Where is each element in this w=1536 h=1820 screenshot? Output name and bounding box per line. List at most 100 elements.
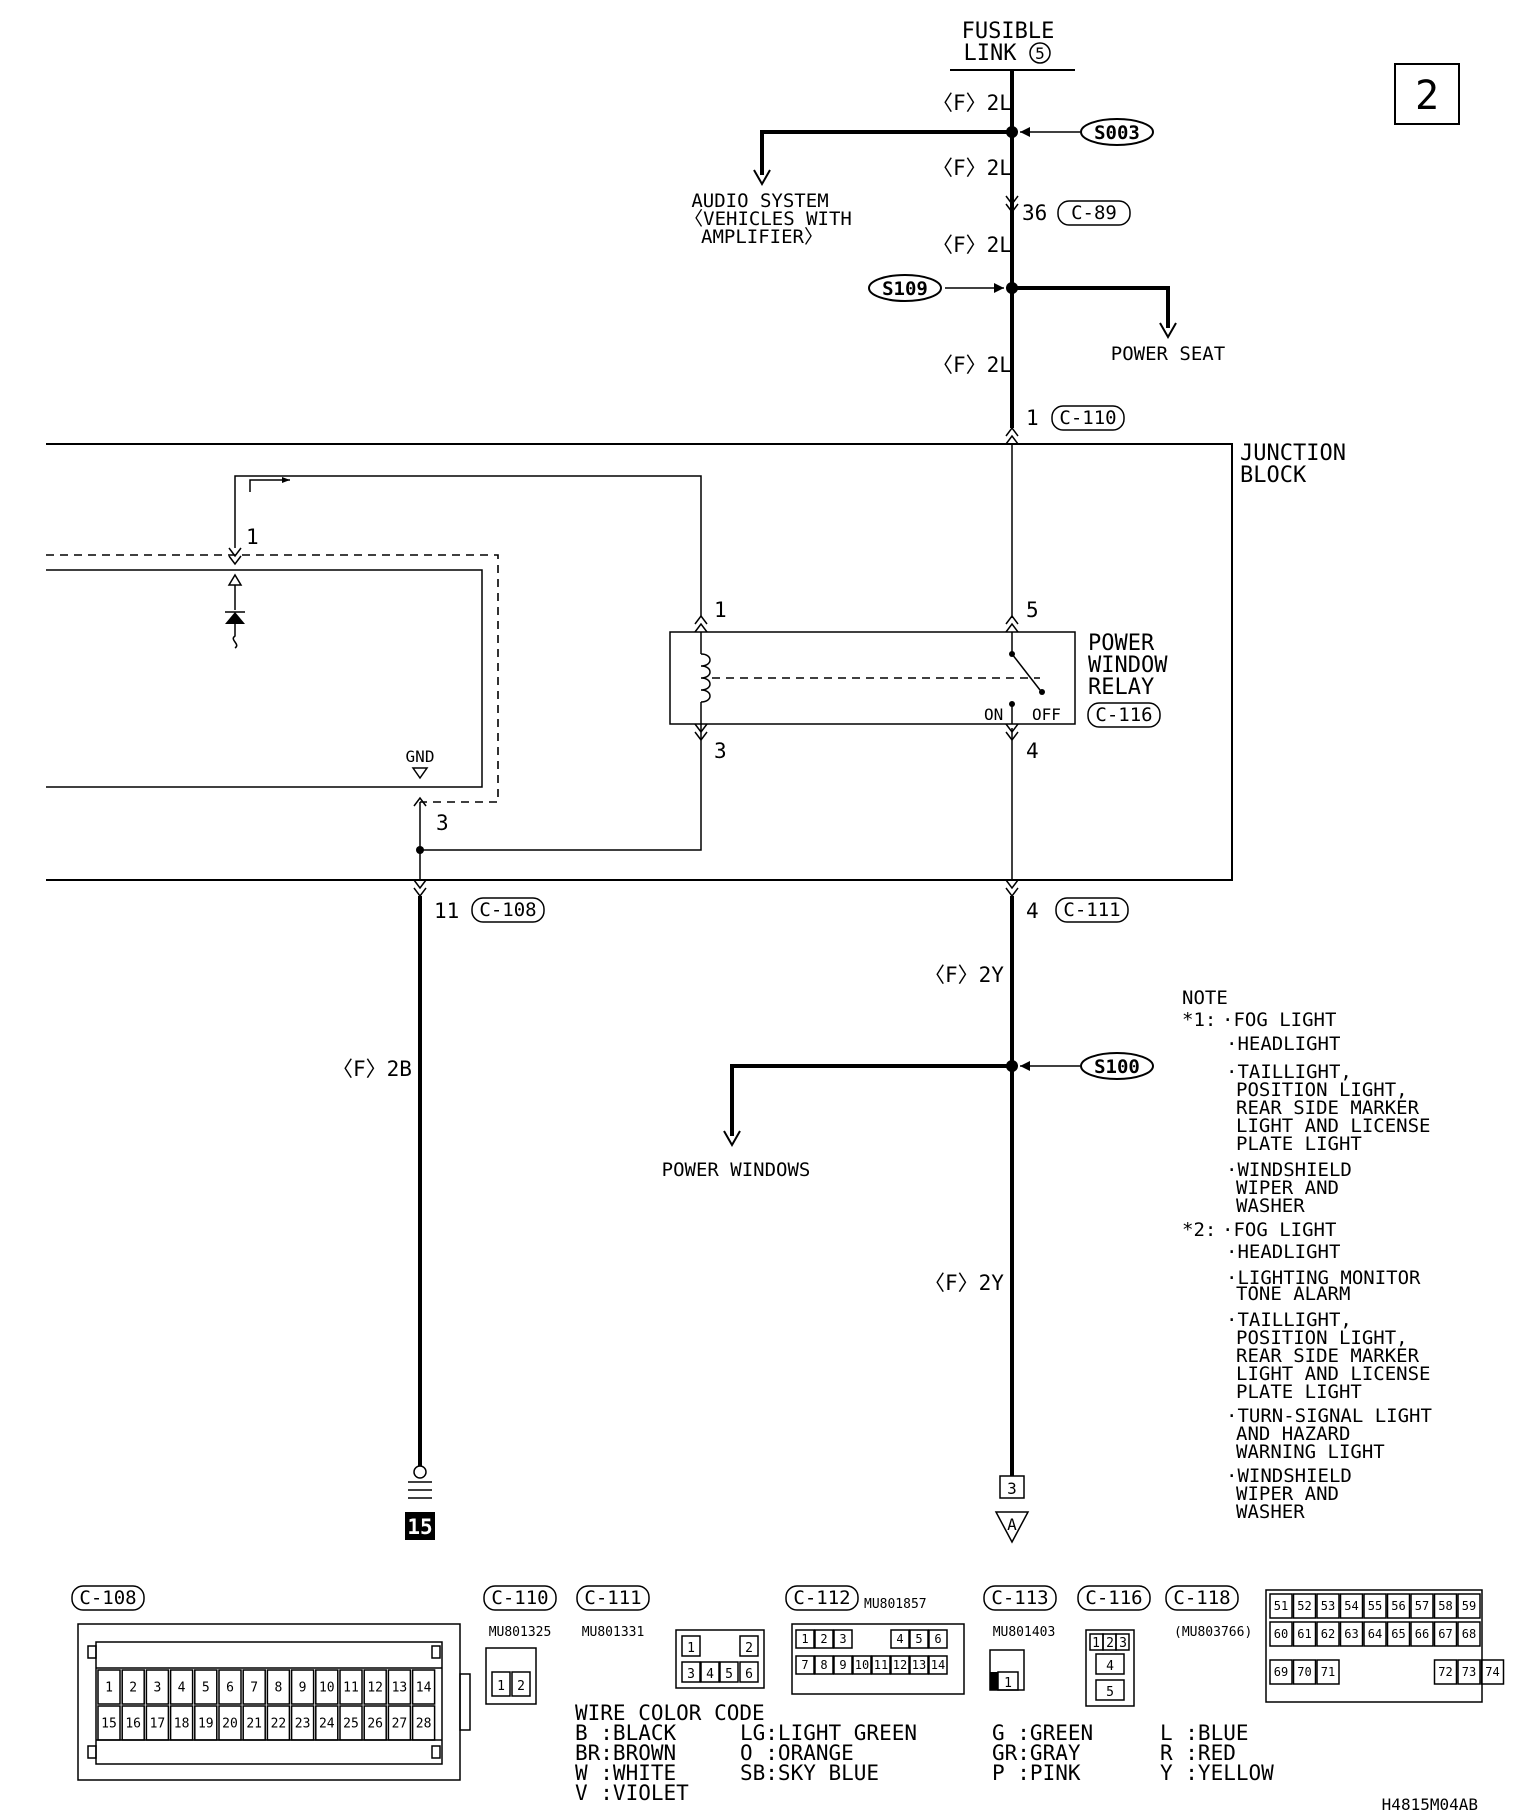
pin-box xyxy=(833,1655,853,1675)
note-2-line: ·TURN-SIGNAL LIGHT xyxy=(1226,1405,1432,1427)
pin-number: 14 xyxy=(416,1681,432,1696)
c108-view-inner xyxy=(95,1641,443,1765)
windows-branch-wire xyxy=(730,1064,1012,1136)
pin-number: 70 xyxy=(1297,1665,1311,1679)
page-number-box xyxy=(1394,63,1460,125)
c110-view-badge xyxy=(483,1585,557,1611)
note-1-line: ·TAILLIGHT, xyxy=(1226,1061,1352,1083)
pin-box xyxy=(852,1655,872,1675)
note-2-label: *2: xyxy=(1182,1219,1216,1241)
c108-view-name: C-108 xyxy=(79,1587,136,1609)
pin-box xyxy=(266,1705,291,1741)
pin-number: 26 xyxy=(367,1717,383,1732)
pin-box xyxy=(1292,1621,1317,1647)
pin-number: 1 xyxy=(105,1681,113,1696)
c116-badge xyxy=(1087,702,1161,728)
c111-view-badge xyxy=(576,1585,650,1611)
c111-view-part: MU801331 xyxy=(582,1625,645,1640)
pin-number: 54 xyxy=(1344,1599,1358,1613)
connector-view-c110: C-110 MU801325 1 2 xyxy=(483,1585,557,1705)
note-1-line: WASHER xyxy=(1236,1195,1305,1217)
wire-label-3: 〈F〉2L xyxy=(932,233,1012,257)
pin-box xyxy=(339,1705,363,1741)
pin-number: 18 xyxy=(174,1717,190,1732)
c110-view-part: MU801325 xyxy=(489,1625,552,1640)
pin-number: 25 xyxy=(343,1717,359,1732)
pin-number: 67 xyxy=(1438,1627,1452,1641)
c110-view-pin: 1 xyxy=(497,1679,505,1694)
pin-box xyxy=(1292,1659,1317,1685)
c108-view-tab xyxy=(87,1745,97,1759)
pin-number: 16 xyxy=(125,1717,141,1732)
note-1-line: PLATE LIGHT xyxy=(1236,1133,1362,1155)
pin-number: 7 xyxy=(250,1681,258,1696)
pin-number: 28 xyxy=(416,1717,432,1732)
pin-box xyxy=(909,1655,929,1675)
c113-view-pin: 1 xyxy=(1004,1676,1012,1691)
wire-color-entry: O :ORANGE xyxy=(740,1741,854,1765)
note-2-line: ·HEADLIGHT xyxy=(1226,1241,1340,1263)
c111-badge xyxy=(1055,897,1129,923)
s100-arrowhead xyxy=(1020,1061,1030,1071)
relay-label-1: POWER xyxy=(1088,631,1155,656)
pin-number: 61 xyxy=(1297,1627,1311,1641)
pin-number: 5 xyxy=(202,1681,210,1696)
c112-view-name: C-112 xyxy=(793,1587,850,1609)
fusible-number-circle xyxy=(1029,42,1051,64)
pin-number: 58 xyxy=(1438,1599,1452,1613)
c108-view-badge xyxy=(71,1585,145,1611)
pin-box xyxy=(97,1705,121,1741)
junction-label-1: JUNCTION xyxy=(1240,441,1346,466)
c118-view-name: C-118 xyxy=(1173,1587,1230,1609)
wire-label-4: 〈F〉2L xyxy=(932,353,1012,377)
note-title: NOTE xyxy=(1182,987,1228,1009)
pin-box xyxy=(145,1669,170,1705)
pin-number: 15 xyxy=(101,1717,117,1732)
pin-number: 27 xyxy=(392,1717,408,1732)
pin-number: 2 xyxy=(129,1681,137,1696)
ref-arrow-letter: A xyxy=(1007,1515,1017,1534)
pin-box xyxy=(387,1705,412,1741)
c118-view-badge xyxy=(1165,1585,1239,1611)
ground-number-box xyxy=(405,1512,435,1540)
c89-pin: 36 xyxy=(1022,201,1047,225)
wire-color-entry: L :BLUE xyxy=(1160,1721,1249,1745)
pin-number: 66 xyxy=(1415,1627,1429,1641)
pin-number: 4 xyxy=(178,1681,186,1696)
note-2-line: WASHER xyxy=(1236,1501,1305,1523)
pin-box xyxy=(411,1669,436,1705)
pin-number: 12 xyxy=(367,1681,383,1696)
wire-color-entry: W :WHITE xyxy=(575,1761,676,1785)
relay-label-2: WINDOW xyxy=(1088,653,1168,678)
c116-view-pin: 5 xyxy=(1106,1685,1114,1700)
pin-number: 14 xyxy=(931,1658,945,1672)
pin-box xyxy=(814,1629,834,1649)
pin-box xyxy=(218,1669,242,1705)
c116-view-name: C-116 xyxy=(1085,1587,1142,1609)
c116-view-pin: 1 xyxy=(1092,1636,1100,1651)
gnd-symbol xyxy=(411,767,429,780)
relay-pin4: 4 xyxy=(1026,739,1039,763)
c111-view-pin-box xyxy=(700,1661,720,1683)
c116-view-pin-box xyxy=(1115,1633,1130,1651)
c113-view-name: C-113 xyxy=(991,1587,1048,1609)
inner-pin3: 3 xyxy=(436,811,449,835)
c112-view-part: MU801857 xyxy=(864,1597,927,1612)
ref-box-number: 3 xyxy=(1007,1479,1017,1498)
note-2-line: ·LIGHTING MONITOR xyxy=(1226,1267,1421,1289)
c108-name: C-108 xyxy=(479,899,536,921)
c110-view-name: C-110 xyxy=(491,1587,548,1609)
pin-box xyxy=(218,1705,242,1741)
switch-off-contact xyxy=(1039,689,1045,695)
pin-number: 60 xyxy=(1274,1627,1288,1641)
gnd-junction xyxy=(416,846,424,854)
c111-view-pin: 1 xyxy=(687,1641,695,1656)
ref-box xyxy=(999,1475,1025,1499)
pin-number: 53 xyxy=(1321,1599,1335,1613)
pin-number: 12 xyxy=(893,1658,907,1672)
audio-label-2: 〈VEHICLES WITH xyxy=(684,208,852,230)
c116-view-pin: 2 xyxy=(1106,1636,1114,1651)
